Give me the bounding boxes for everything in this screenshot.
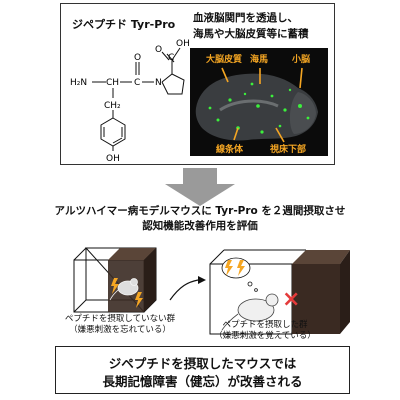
conclusion-line-2: 長期記憶障害（健忘）が改善される (102, 374, 303, 389)
left-shock-icon (111, 278, 143, 308)
oh-ring-text: OH (106, 154, 120, 162)
brain-label-hypothalamus: 視床下部 (269, 143, 306, 155)
conclusion-box: ジペプチドを摂取したマウスでは 長期記憶障害（健忘）が改善される (55, 346, 350, 394)
caption-line-2: 海馬や大脳皮質等に蓄積 (193, 28, 309, 40)
o-top-text: O (134, 53, 141, 63)
h2n-text: H₂N (70, 78, 87, 88)
right-group-label-2: （嫌悪刺激を覚えている） (214, 331, 316, 341)
oh-acid-text: OH (176, 39, 190, 49)
tyr-pro-structure: H₂N CH C O N CH₂ C OH O OH (70, 39, 190, 162)
o-acid-text: O (155, 45, 162, 55)
method-line-2: 認知機能改善作用を評価 (142, 220, 258, 232)
left-group-label: ペプチドを摂取していない群 （嫌悪刺激を忘れている） (55, 314, 185, 336)
ch-text: CH (106, 78, 119, 88)
ch2-text: CH₂ (104, 101, 121, 111)
curved-arrow-icon (169, 279, 199, 301)
c-text: C (134, 78, 140, 88)
conclusion-line-1: ジペプチドを摂取したマウスでは (108, 356, 297, 371)
cross-mark: × (282, 287, 300, 312)
n-text: N (155, 78, 162, 88)
right-group-label: ペプチドを摂取した群 （嫌悪刺激を覚えている） (200, 320, 330, 342)
left-mouse (109, 278, 139, 301)
right-group-label-1: ペプチドを摂取した群 (222, 320, 308, 330)
right-dark-box (292, 264, 340, 334)
caption-line-1: 血液脳関門を透過し、 (193, 12, 298, 24)
accumulation-caption: 血液脳関門を透過し、 海馬や大脳皮質等に蓄積 (193, 10, 309, 42)
brain-section-image: 大脳皮質 海馬 小脳 線条体 視床下部 (190, 48, 328, 156)
passive-avoidance-illustration: × (73, 247, 350, 335)
brain-label-cortex: 大脳皮質 (206, 53, 242, 65)
c-acid-text: C (168, 53, 174, 63)
brain-label-striatum: 線条体 (216, 143, 244, 155)
brain-label-cerebellum: 小脳 (291, 53, 310, 65)
dipeptide-title: ジペプチド Tyr-Pro (72, 18, 176, 31)
left-group-label-1: ペプチドを摂取していない群 (64, 314, 176, 324)
right-mouse (221, 293, 279, 331)
down-arrow-icon (165, 168, 235, 206)
left-group-label-2: （嫌悪刺激を忘れている） (69, 325, 171, 335)
brain-label-hippocampus: 海馬 (250, 53, 268, 65)
method-line-1: アルツハイマー病モデルマウスに Tyr-Pro を２週間摂取させ (54, 205, 346, 217)
